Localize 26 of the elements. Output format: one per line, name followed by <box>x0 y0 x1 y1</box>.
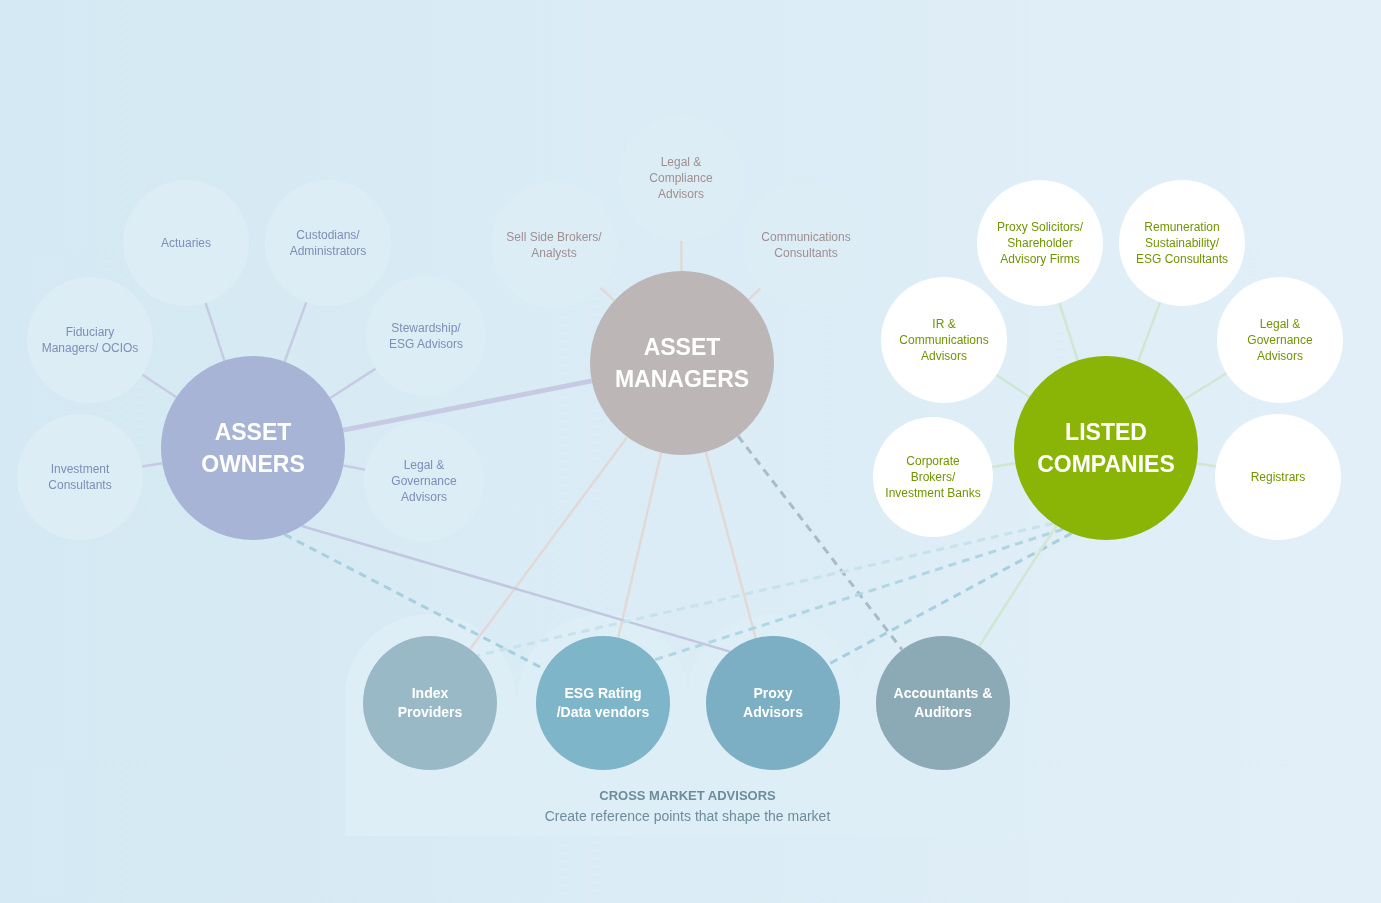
connector-line <box>343 464 366 471</box>
connector-line <box>468 436 629 650</box>
connector-line <box>616 452 663 639</box>
connector-line <box>827 531 1073 666</box>
connector-line <box>1183 372 1228 401</box>
connector-line <box>342 378 593 433</box>
connector-line <box>477 521 1054 658</box>
connector-line <box>1196 462 1217 468</box>
connector-line <box>204 302 226 361</box>
connector-line <box>653 527 1064 662</box>
connector-line <box>978 524 1058 648</box>
connector-line <box>995 373 1031 398</box>
connector-line <box>329 367 377 400</box>
connector-line <box>141 461 163 468</box>
connector-line <box>599 286 616 302</box>
connector-line <box>736 435 904 651</box>
connector-line <box>991 461 1016 469</box>
connector-line <box>283 301 308 363</box>
connector-line <box>1058 302 1079 361</box>
connector-line <box>704 451 757 639</box>
panel-subtitle: Create reference points that shape the market <box>544 806 831 826</box>
connector-line <box>747 287 762 301</box>
panel-heading: CROSS MARKET ADVISORS <box>599 787 776 805</box>
connector-line <box>141 373 177 399</box>
connector-line <box>301 524 731 653</box>
connector-line <box>1136 301 1162 363</box>
